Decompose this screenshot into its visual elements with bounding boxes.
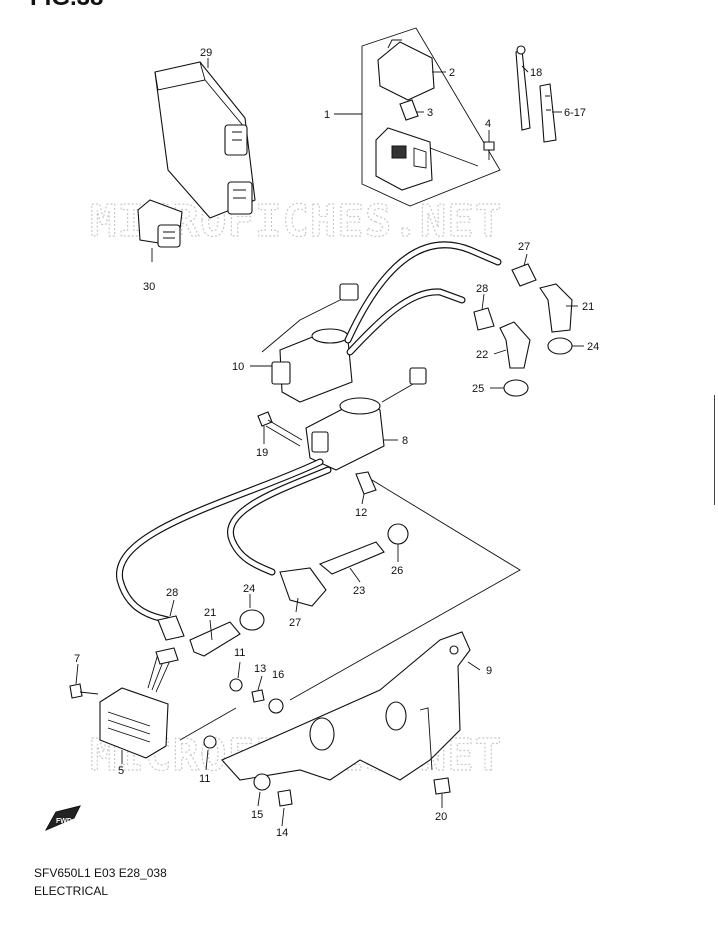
coil-connector <box>381 367 427 403</box>
callout-25: 25 <box>472 383 484 395</box>
callout-8: 8 <box>402 435 408 447</box>
callout-11-lower: 11 <box>199 773 210 785</box>
callout-1: 1 <box>324 109 330 121</box>
callout-24-lower: 24 <box>243 583 255 595</box>
callout-26: 26 <box>391 565 403 577</box>
cable-tie-18 <box>515 45 531 131</box>
ecm-unit-29 <box>154 61 256 219</box>
callout-12: 12 <box>355 507 367 519</box>
callout-29: 29 <box>200 47 212 59</box>
callout-9: 9 <box>486 665 492 677</box>
bracket-9 <box>221 631 471 781</box>
ignition-coil-10 <box>261 283 359 403</box>
callout-28-upper: 28 <box>476 283 488 295</box>
bolt-4 <box>483 141 495 160</box>
leader-lines <box>75 58 584 827</box>
plug-caps-upper-right <box>473 263 573 397</box>
callout-19: 19 <box>256 447 268 459</box>
callout-21-upper: 21 <box>582 301 594 313</box>
callout-28-lower: 28 <box>166 587 178 599</box>
callout-27-upper: 27 <box>518 241 530 253</box>
guide-line <box>289 479 521 701</box>
callout-21-lower: 21 <box>204 607 216 619</box>
callout-7: 7 <box>74 653 80 665</box>
callout-24-upper: 24 <box>587 341 599 353</box>
clamp-6-17 <box>539 83 557 143</box>
connector-30 <box>137 199 183 248</box>
callout-18: 18 <box>530 67 542 79</box>
callout-15: 15 <box>251 809 263 821</box>
callout-5: 5 <box>118 765 124 777</box>
hardware-small <box>203 678 451 807</box>
fwd-arrow-icon: FWD <box>44 805 81 832</box>
figure-code: SFV650L1 E03 E28_038 <box>34 866 167 880</box>
callout-14: 14 <box>276 827 288 839</box>
callout-11-upper: 11 <box>234 647 245 659</box>
callout-30: 30 <box>143 281 155 293</box>
bolt-19 <box>257 411 303 447</box>
callout-13: 13 <box>254 663 266 675</box>
figure-title: FIG.38 <box>30 0 103 12</box>
callout-6-17: 6-17 <box>564 107 586 119</box>
regulator-5 <box>99 647 179 759</box>
callout-16: 16 <box>272 669 284 681</box>
callout-3: 3 <box>427 107 433 119</box>
page-edge-mark <box>714 395 718 505</box>
callout-22: 22 <box>476 349 488 361</box>
figure-name: ELECTRICAL <box>34 884 109 898</box>
ignition-coil-8 <box>305 397 385 471</box>
callout-4: 4 <box>485 118 491 130</box>
fwd-label: FWD <box>56 818 72 825</box>
callout-2: 2 <box>449 67 455 79</box>
callout-27-lower: 27 <box>289 617 301 629</box>
callout-20: 20 <box>435 811 447 823</box>
plug-caps-lower <box>157 523 409 657</box>
grommet-12 <box>355 471 377 495</box>
callout-23: 23 <box>353 585 365 597</box>
callout-10: 10 <box>232 361 244 373</box>
starter-relay-group-1 <box>361 27 501 207</box>
bolt-7 <box>69 683 99 699</box>
